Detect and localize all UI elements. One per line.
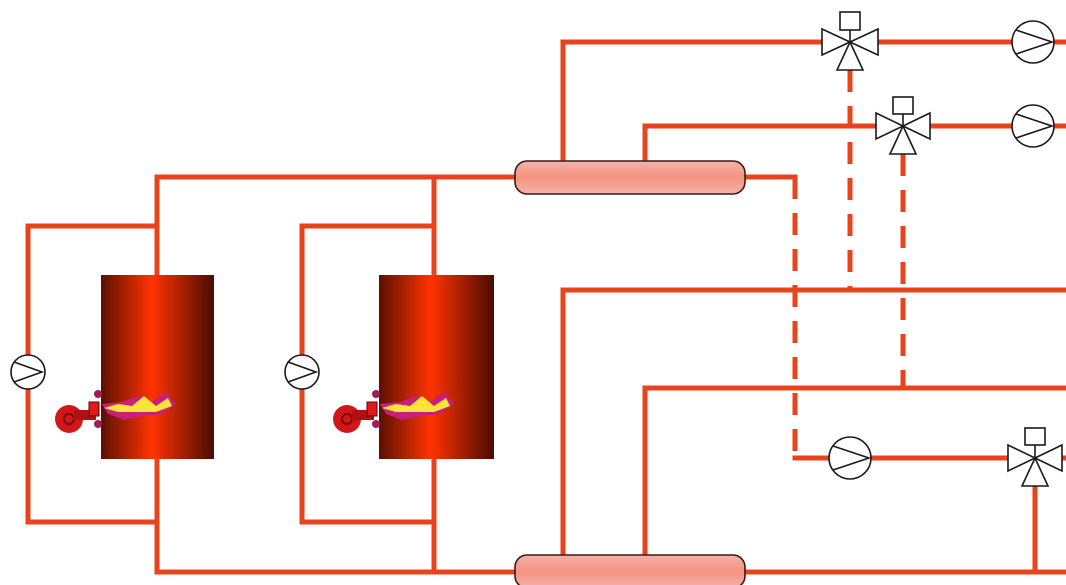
mixing-valve-2 bbox=[875, 96, 931, 155]
circuit-pump-2 bbox=[1011, 104, 1055, 148]
boiler-1 bbox=[101, 275, 214, 459]
mixing-valve-1 bbox=[821, 11, 879, 71]
mixing-valve-3 bbox=[1007, 427, 1063, 487]
boiler-pump-1 bbox=[10, 354, 46, 390]
boiler-pump-2 bbox=[284, 354, 320, 390]
boiler-2 bbox=[379, 275, 494, 459]
burner-1 bbox=[55, 390, 176, 433]
circuit-pump-1 bbox=[1011, 20, 1055, 64]
return-header bbox=[514, 554, 746, 585]
burner-2 bbox=[333, 390, 454, 433]
circuit-pump-3 bbox=[828, 436, 872, 480]
supply-header bbox=[514, 160, 746, 195]
